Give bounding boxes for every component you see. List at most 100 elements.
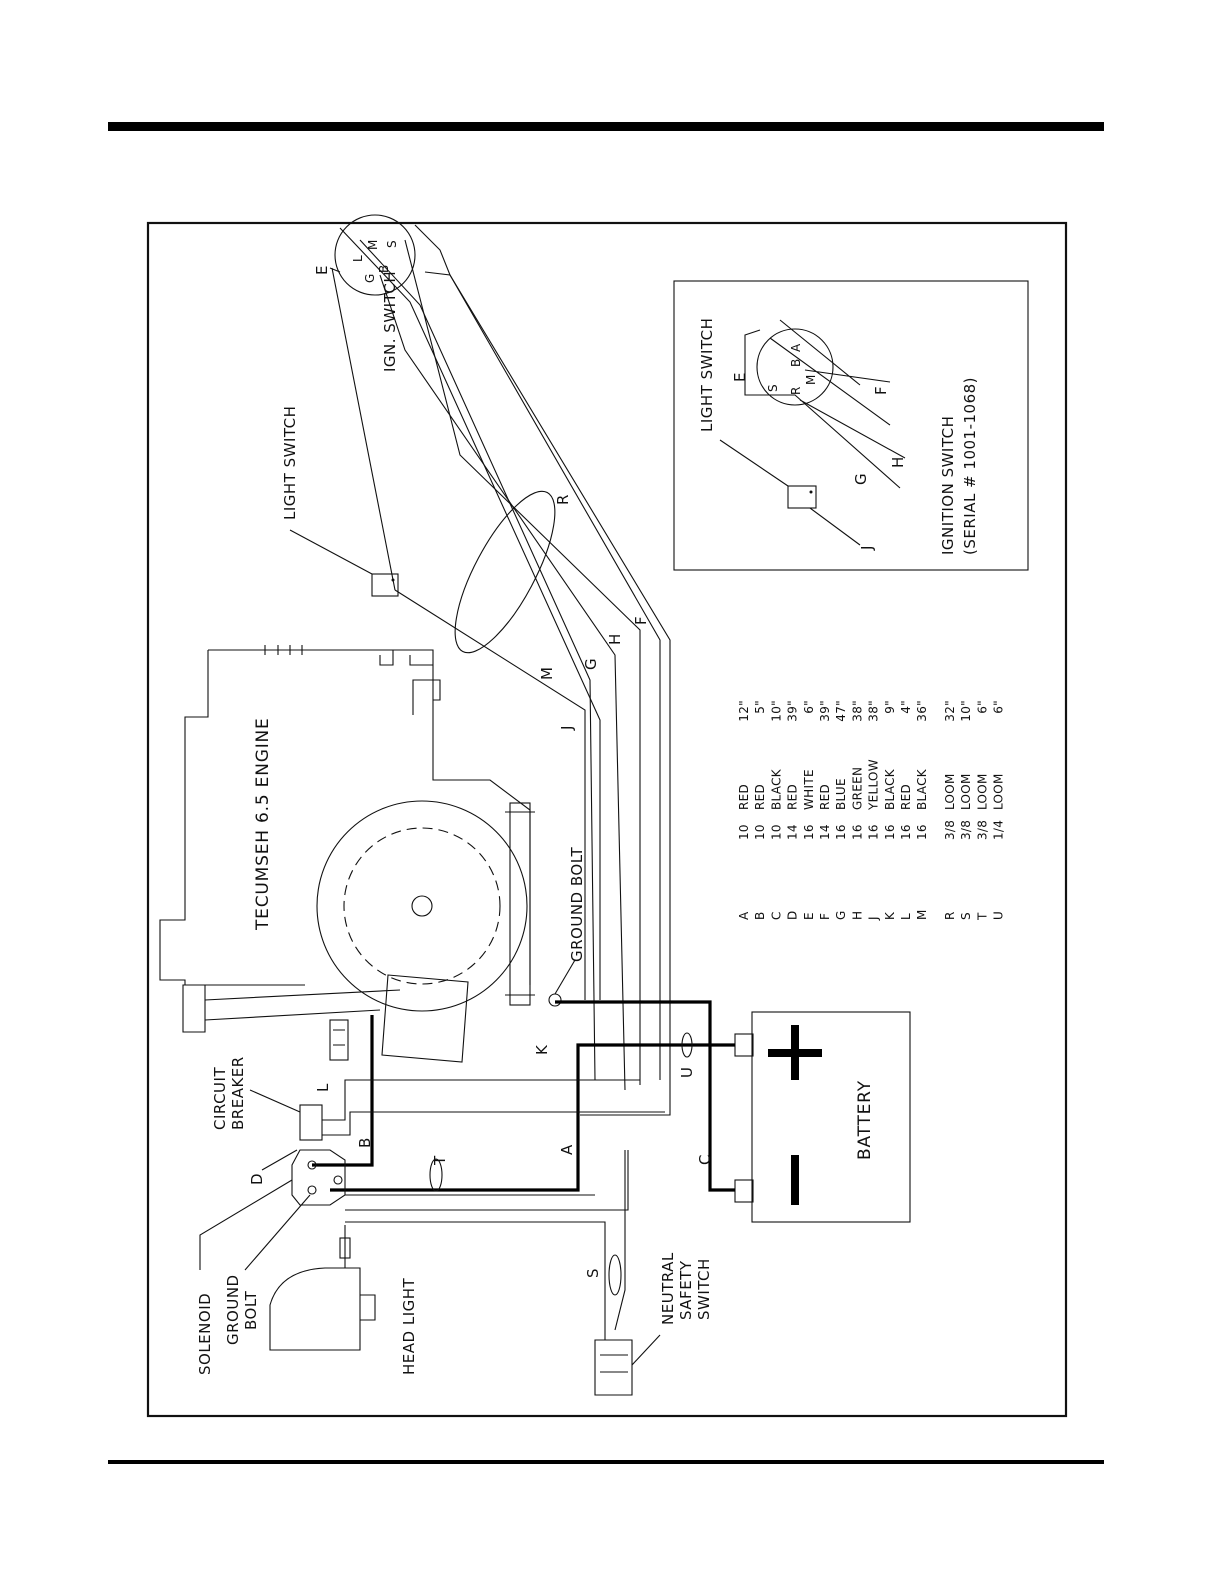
wire-table-length-b: 5": [753, 700, 767, 714]
flywheel-outer: [316, 800, 528, 1012]
wire-table-color-r: LOOM: [943, 773, 957, 810]
wire-table-length-l: 4": [899, 700, 913, 714]
ign-terminal-g: G: [363, 273, 377, 283]
battery-plus: [768, 1025, 822, 1080]
wire-table-id-h: H: [850, 911, 864, 920]
wire-table-length-d: 39": [786, 700, 800, 722]
wire-table-id-l: L: [899, 913, 913, 920]
wire-table-gauge-u: 1/4: [992, 820, 1006, 840]
wire-table-id-b: B: [753, 911, 767, 920]
inset-ign-switch: [756, 328, 834, 406]
ignition-switch: L M S G B: [334, 214, 416, 296]
wire-table-id-s: S: [959, 912, 973, 920]
wire-table-gauge-b: 10: [753, 824, 767, 840]
battery-positive-post: [734, 1033, 754, 1057]
wire-letter-k: K: [533, 1044, 551, 1055]
inset-light-switch: [787, 485, 817, 509]
wire-table-id-e: E: [802, 912, 816, 920]
inset-terminal-a: A: [789, 343, 803, 352]
wire-letter-r: R: [554, 494, 572, 505]
inset-terminal-m: M: [804, 374, 818, 385]
battery-negative-post: [734, 1179, 754, 1203]
inset-terminal-r: R: [789, 386, 803, 395]
wire-table-gauge-t: 3/8: [975, 820, 989, 840]
head-light: [269, 1267, 361, 1351]
loom-u: [681, 1032, 693, 1058]
inset-light-switch-label: LIGHT SWITCH: [698, 318, 716, 432]
wire-letter-g: G: [582, 658, 600, 670]
inset-frame: [673, 280, 1029, 571]
head-light-label: HEAD LIGHT: [400, 1277, 418, 1375]
battery-label: BATTERY: [855, 1080, 875, 1160]
wire-table-id-m: M: [915, 909, 929, 920]
flywheel-dashed: [343, 827, 501, 985]
wire-table-length-h: 38": [850, 700, 864, 722]
ground-bolt-small-label-1: GROUND: [224, 1274, 242, 1345]
wire-table-gauge-f: 14: [818, 824, 832, 840]
engine-connector: [329, 1019, 349, 1061]
wire-letter-h: H: [606, 633, 624, 645]
solenoid: [291, 1149, 346, 1206]
wire-table-gauge-c: 10: [769, 824, 783, 840]
ign-switch-label: IGN. SWITCH: [381, 271, 399, 372]
starter-motor: [509, 802, 531, 1006]
carburetor: [381, 974, 469, 1063]
wire-letter-d: D: [248, 1173, 266, 1185]
wire-table-length-c: 10": [769, 700, 783, 722]
wire-table-length-t: 6": [975, 700, 989, 714]
wire-table-id-k: K: [883, 911, 897, 920]
header-rule: [108, 122, 1104, 131]
wire-table-id-f: F: [818, 913, 832, 920]
wire-table-gauge-h: 16: [850, 824, 864, 840]
loom-s: [608, 1254, 622, 1296]
wire-table-gauge-g: 16: [834, 824, 848, 840]
wire-table-id-r: R: [943, 911, 957, 920]
wire-table-length-u: 6": [992, 700, 1006, 714]
wire-letter-s: S: [584, 1268, 602, 1278]
wire-letter-f: F: [632, 616, 650, 625]
inset-letter-g: G: [852, 473, 870, 485]
wire-table-gauge-j: 16: [867, 824, 881, 840]
inset-title-2: (SERIAL # 1001-1068): [961, 377, 979, 555]
wire-table-color-m: BLACK: [915, 768, 929, 810]
wire-letter-c: C: [696, 1154, 714, 1165]
circuit-breaker-label-2: BREAKER: [229, 1056, 247, 1130]
wire-table-color-b: RED: [753, 784, 767, 810]
wire-table-id-j: J: [867, 916, 881, 921]
wire-table-gauge-s: 3/8: [959, 820, 973, 840]
wire-table-length-e: 6": [802, 700, 816, 714]
wire-letter-t: T: [431, 1155, 449, 1166]
wire-table-color-l: RED: [899, 784, 913, 810]
wire-table-color-u: LOOM: [992, 773, 1006, 810]
wire-table-color-c: BLACK: [769, 768, 783, 810]
inset-letter-j: J: [858, 545, 876, 551]
wire-table-id-u: U: [992, 911, 1006, 920]
wire-table-id-c: C: [769, 911, 783, 920]
wire-table-gauge-m: 16: [915, 824, 929, 840]
light-switch-label: LIGHT SWITCH: [281, 406, 299, 520]
wire-table-color-h: GREEN: [850, 767, 864, 810]
inset-letter-e: E: [731, 372, 749, 382]
neutral-label-3: SWITCH: [695, 1258, 713, 1320]
ign-terminal-s: S: [385, 240, 399, 248]
wire-table-id-d: D: [786, 910, 800, 920]
wire-letter-b: B: [356, 1137, 374, 1148]
battery: [751, 1011, 911, 1223]
footer-rule: [108, 1460, 1104, 1464]
wire-table-gauge-r: 3/8: [943, 820, 957, 840]
wire-table-length-g: 47": [834, 700, 848, 722]
wire-table-color-e: WHITE: [802, 769, 816, 810]
wire-table-length-m: 36": [915, 700, 929, 722]
neutral-safety-switch: [594, 1339, 633, 1396]
ign-terminal-m: M: [366, 239, 380, 250]
wire-table-id-a: A: [737, 911, 751, 920]
engine-label: TECUMSEH 6.5 ENGINE: [253, 717, 273, 931]
ground-bolt-label: GROUND BOLT: [568, 847, 586, 962]
wire-table-color-t: LOOM: [975, 773, 989, 810]
ign-terminal-b: B: [377, 264, 391, 273]
wire-table-id-g: G: [834, 910, 848, 920]
wire-table-color-g: BLUE: [834, 778, 848, 810]
loom-t: [429, 1158, 443, 1192]
loom-r: [454, 490, 556, 654]
